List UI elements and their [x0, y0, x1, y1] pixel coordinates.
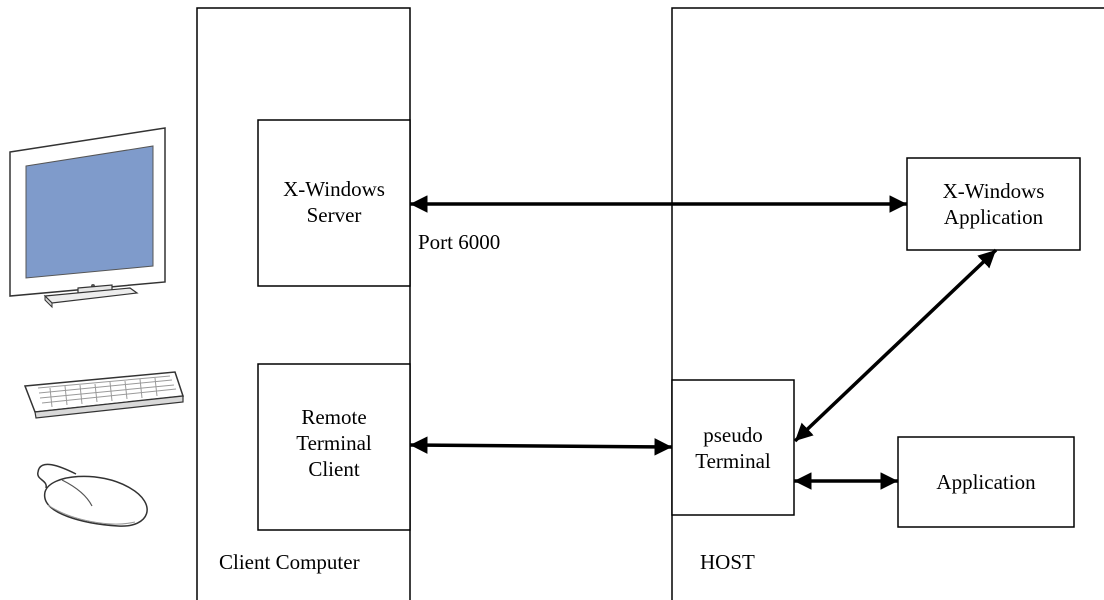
- xwindows-application-label: X-Windows Application: [942, 179, 1045, 229]
- pseudo-to-xapp-arrow: [793, 248, 998, 443]
- port-label: Port 6000: [418, 230, 501, 254]
- monitor-icon: [9, 127, 166, 309]
- client-computer-panel: [196, 7, 411, 600]
- host-label: HOST: [700, 550, 755, 574]
- xwindows-server-label: X-Windows Server: [283, 177, 385, 227]
- host-panel: [671, 7, 1104, 600]
- mouse-icon: [37, 463, 148, 527]
- remote-terminal-client-box: [257, 363, 411, 531]
- remote-terminal-client-label: Remote Terminal Client: [296, 405, 372, 481]
- client-computer-label: Client Computer: [219, 550, 360, 574]
- remote-to-pseudo-arrow: [409, 436, 673, 456]
- keyboard-icon: [23, 371, 185, 419]
- pseudo-terminal-label: pseudo Terminal: [695, 423, 771, 473]
- pseudo-terminal-box: [671, 379, 795, 516]
- application-label: Application: [936, 470, 1036, 494]
